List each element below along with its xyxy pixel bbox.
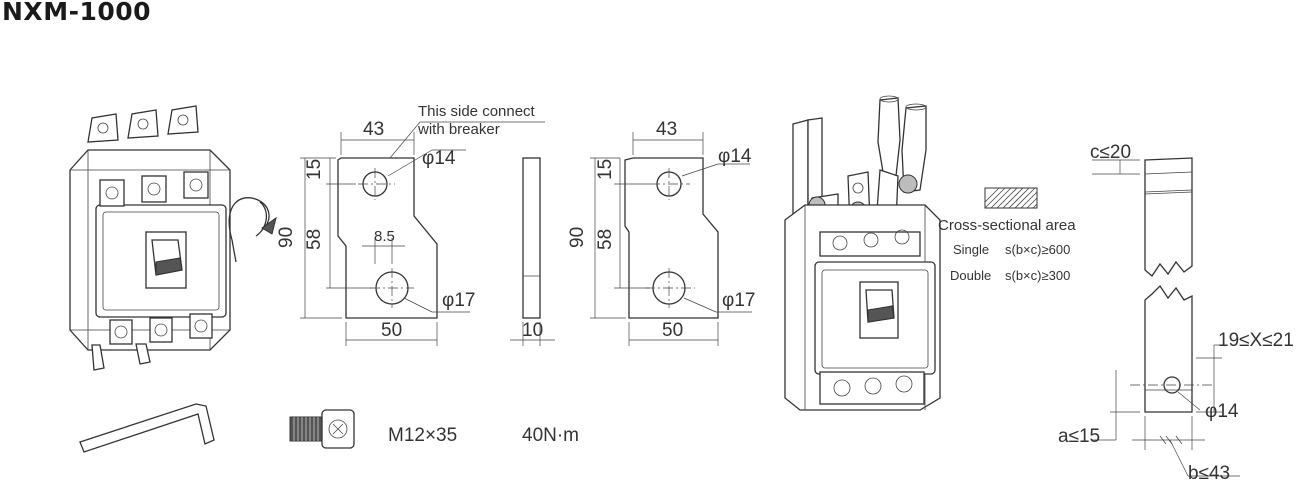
busbar1-width-50: 50 — [381, 320, 402, 341]
busbar-stepped-drawing — [300, 121, 545, 346]
busbar1-height-90: 90 — [276, 227, 297, 248]
busbar-a-limit: a≤15 — [1058, 426, 1100, 447]
bolt-spec-label: M12×35 — [388, 425, 457, 446]
busbar-c-limit: c≤20 — [1090, 142, 1131, 163]
product-title: NXM-1000 — [2, 0, 152, 26]
top-terminals — [87, 105, 209, 207]
allen-key-illustration — [79, 403, 215, 453]
busbar-side-view — [510, 157, 555, 346]
single-label: Single — [953, 242, 989, 257]
cross-section-title: Cross-sectional area — [938, 217, 1076, 234]
busbar2-width-43: 43 — [656, 119, 677, 140]
busbar-b-limit: b≤43 — [1188, 463, 1230, 484]
breaker-left-illustration — [69, 105, 277, 371]
busbar2-width-50: 50 — [662, 320, 683, 341]
busbar2-spacing-58: 58 — [595, 229, 616, 250]
busbar2-hole-phi14: φ14 — [718, 146, 752, 167]
busbar1-spacing-58: 58 — [304, 229, 325, 250]
busbar2-offset-15: 15 — [595, 159, 616, 180]
busbar1-offset-15: 15 — [304, 159, 325, 180]
busbar1-offset-8-5: 8.5 — [374, 228, 395, 245]
bolt-illustration — [289, 409, 355, 449]
single-value: s(b×c)≥600 — [1005, 242, 1070, 257]
cross-section-legend — [984, 187, 1038, 209]
busbar-straight-drawing — [590, 132, 752, 346]
torque-label: 40N·m — [522, 425, 579, 446]
busbar1-hole-phi14: φ14 — [422, 148, 456, 169]
busbar-hole-phi14: φ14 — [1205, 401, 1239, 422]
double-label: Double — [950, 268, 991, 283]
busbar-thickness-10: 10 — [522, 320, 543, 341]
side-connect-note-line2: with breaker — [417, 121, 500, 138]
double-value: s(b×c)≥300 — [1005, 268, 1070, 283]
busbar-x-range: 19≤X≤21 — [1218, 330, 1294, 351]
bottom-terminals — [91, 313, 213, 371]
side-connect-note-line1: This side connect — [418, 103, 536, 120]
busbar-requirement-drawing — [1092, 157, 1240, 477]
busbar1-hole-phi17: φ17 — [442, 290, 475, 311]
breaker-connected-illustration — [784, 95, 941, 411]
busbar2-hole-phi17: φ17 — [722, 290, 755, 311]
busbar2-height-90: 90 — [567, 227, 588, 248]
busbar1-width-43: 43 — [363, 119, 384, 140]
